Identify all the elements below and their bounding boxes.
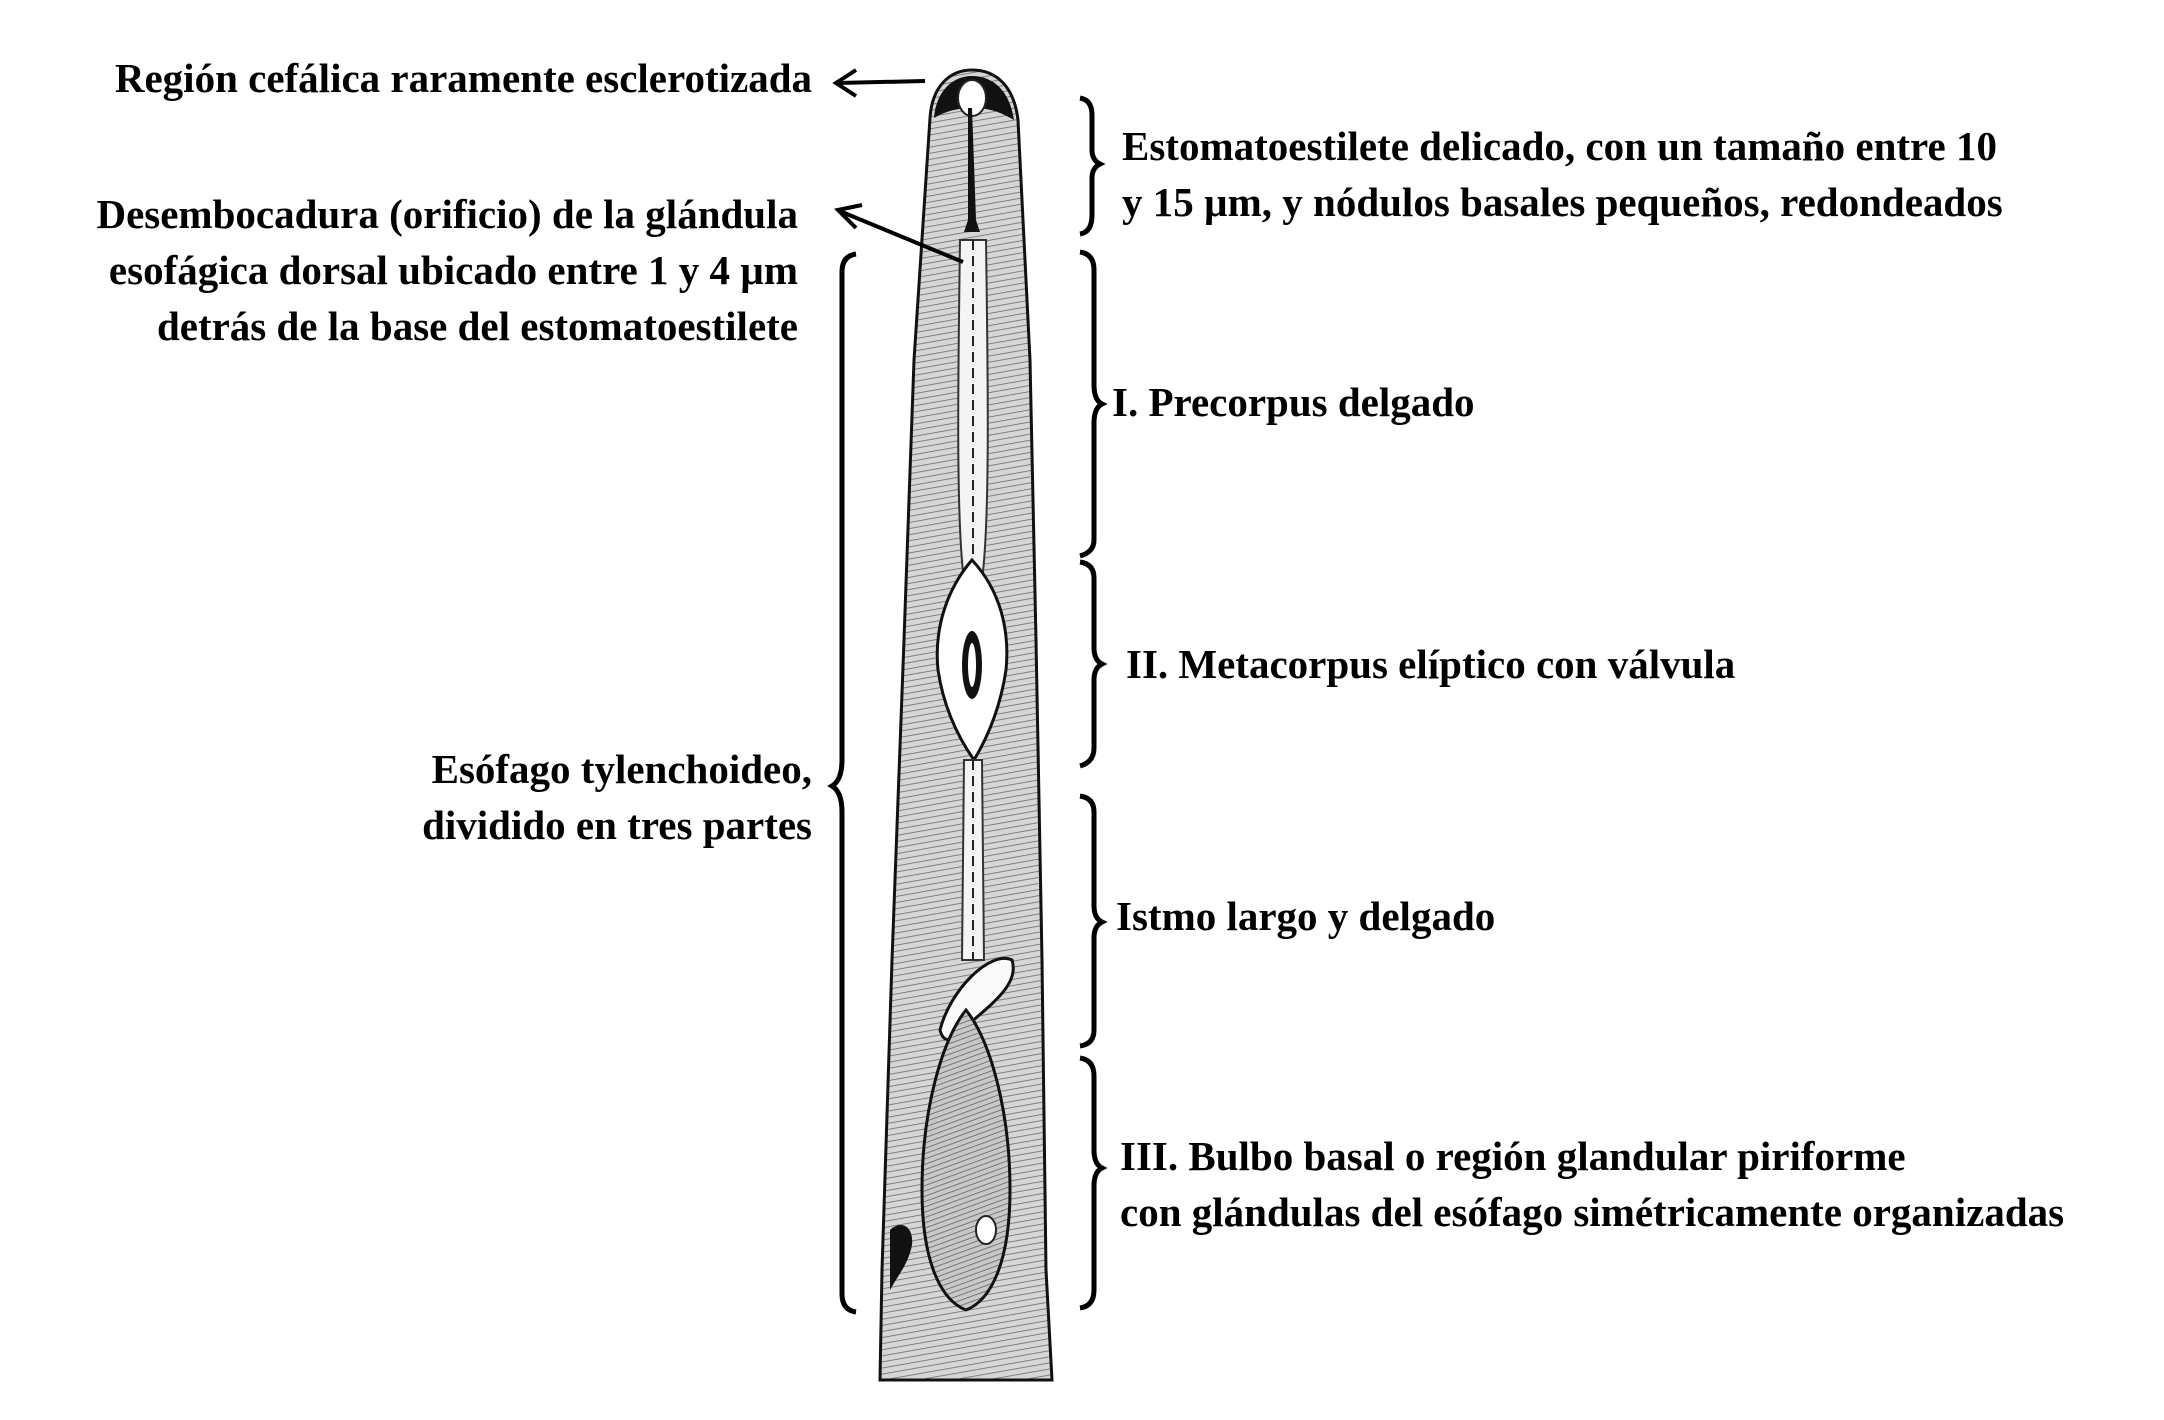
label-basal-bulb-line-2: con glándulas del esófago simétricamente…: [1120, 1189, 2065, 1235]
brace-stylet: [1079, 95, 1106, 237]
brace-isthmus: [1079, 793, 1108, 1049]
brace-basal-bulb: [1079, 1055, 1108, 1311]
label-metacorpus: II. Metacorpus elíptico con válvula: [1126, 641, 1736, 687]
label-basal-bulb: III. Bulbo basal o región glandular piri…: [1120, 1128, 2064, 1240]
label-cephalic-region: Región cefálica raramente esclerotizada: [114, 55, 812, 101]
label-esophagus-line-1: Esófago tylenchoideo,: [431, 746, 812, 792]
label-basal-bulb-line-1: III. Bulbo basal o región glandular piri…: [1120, 1133, 1906, 1179]
label-gland-opening-line-2: esofágica dorsal ubicado entre 1 y 4 µm: [108, 247, 798, 293]
label-gland-opening-line-1: Desembocadura (orificio) de la glándula: [96, 191, 798, 237]
label-precorpus: I. Precorpus delgado: [1112, 379, 1475, 425]
arrow-gland-opening: [833, 203, 964, 264]
arrow-cephalic: [832, 68, 926, 98]
label-stylet-line-1: Estomatoestilete delicado, con un tamaño…: [1122, 123, 1997, 169]
label-gland-opening: Desembocadura (orificio) de la glándula …: [96, 186, 798, 354]
label-stylet-line-2: y 15 µm, y nódulos basales pequeños, red…: [1122, 179, 2003, 225]
label-gland-opening-line-3: detrás de la base del estomatoestilete: [156, 303, 798, 349]
label-esophagus: Esófago tylenchoideo, dividido en tres p…: [422, 741, 812, 853]
label-isthmus: Istmo largo y delgado: [1116, 893, 1496, 939]
brace-metacorpus: [1079, 559, 1108, 769]
brace-esophagus: [827, 251, 857, 1315]
stylet: [964, 108, 980, 232]
brace-precorpus: [1079, 249, 1108, 559]
label-esophagus-line-2: dividido en tres partes: [422, 802, 812, 848]
label-stylet: Estomatoestilete delicado, con un tamaño…: [1122, 118, 2003, 230]
